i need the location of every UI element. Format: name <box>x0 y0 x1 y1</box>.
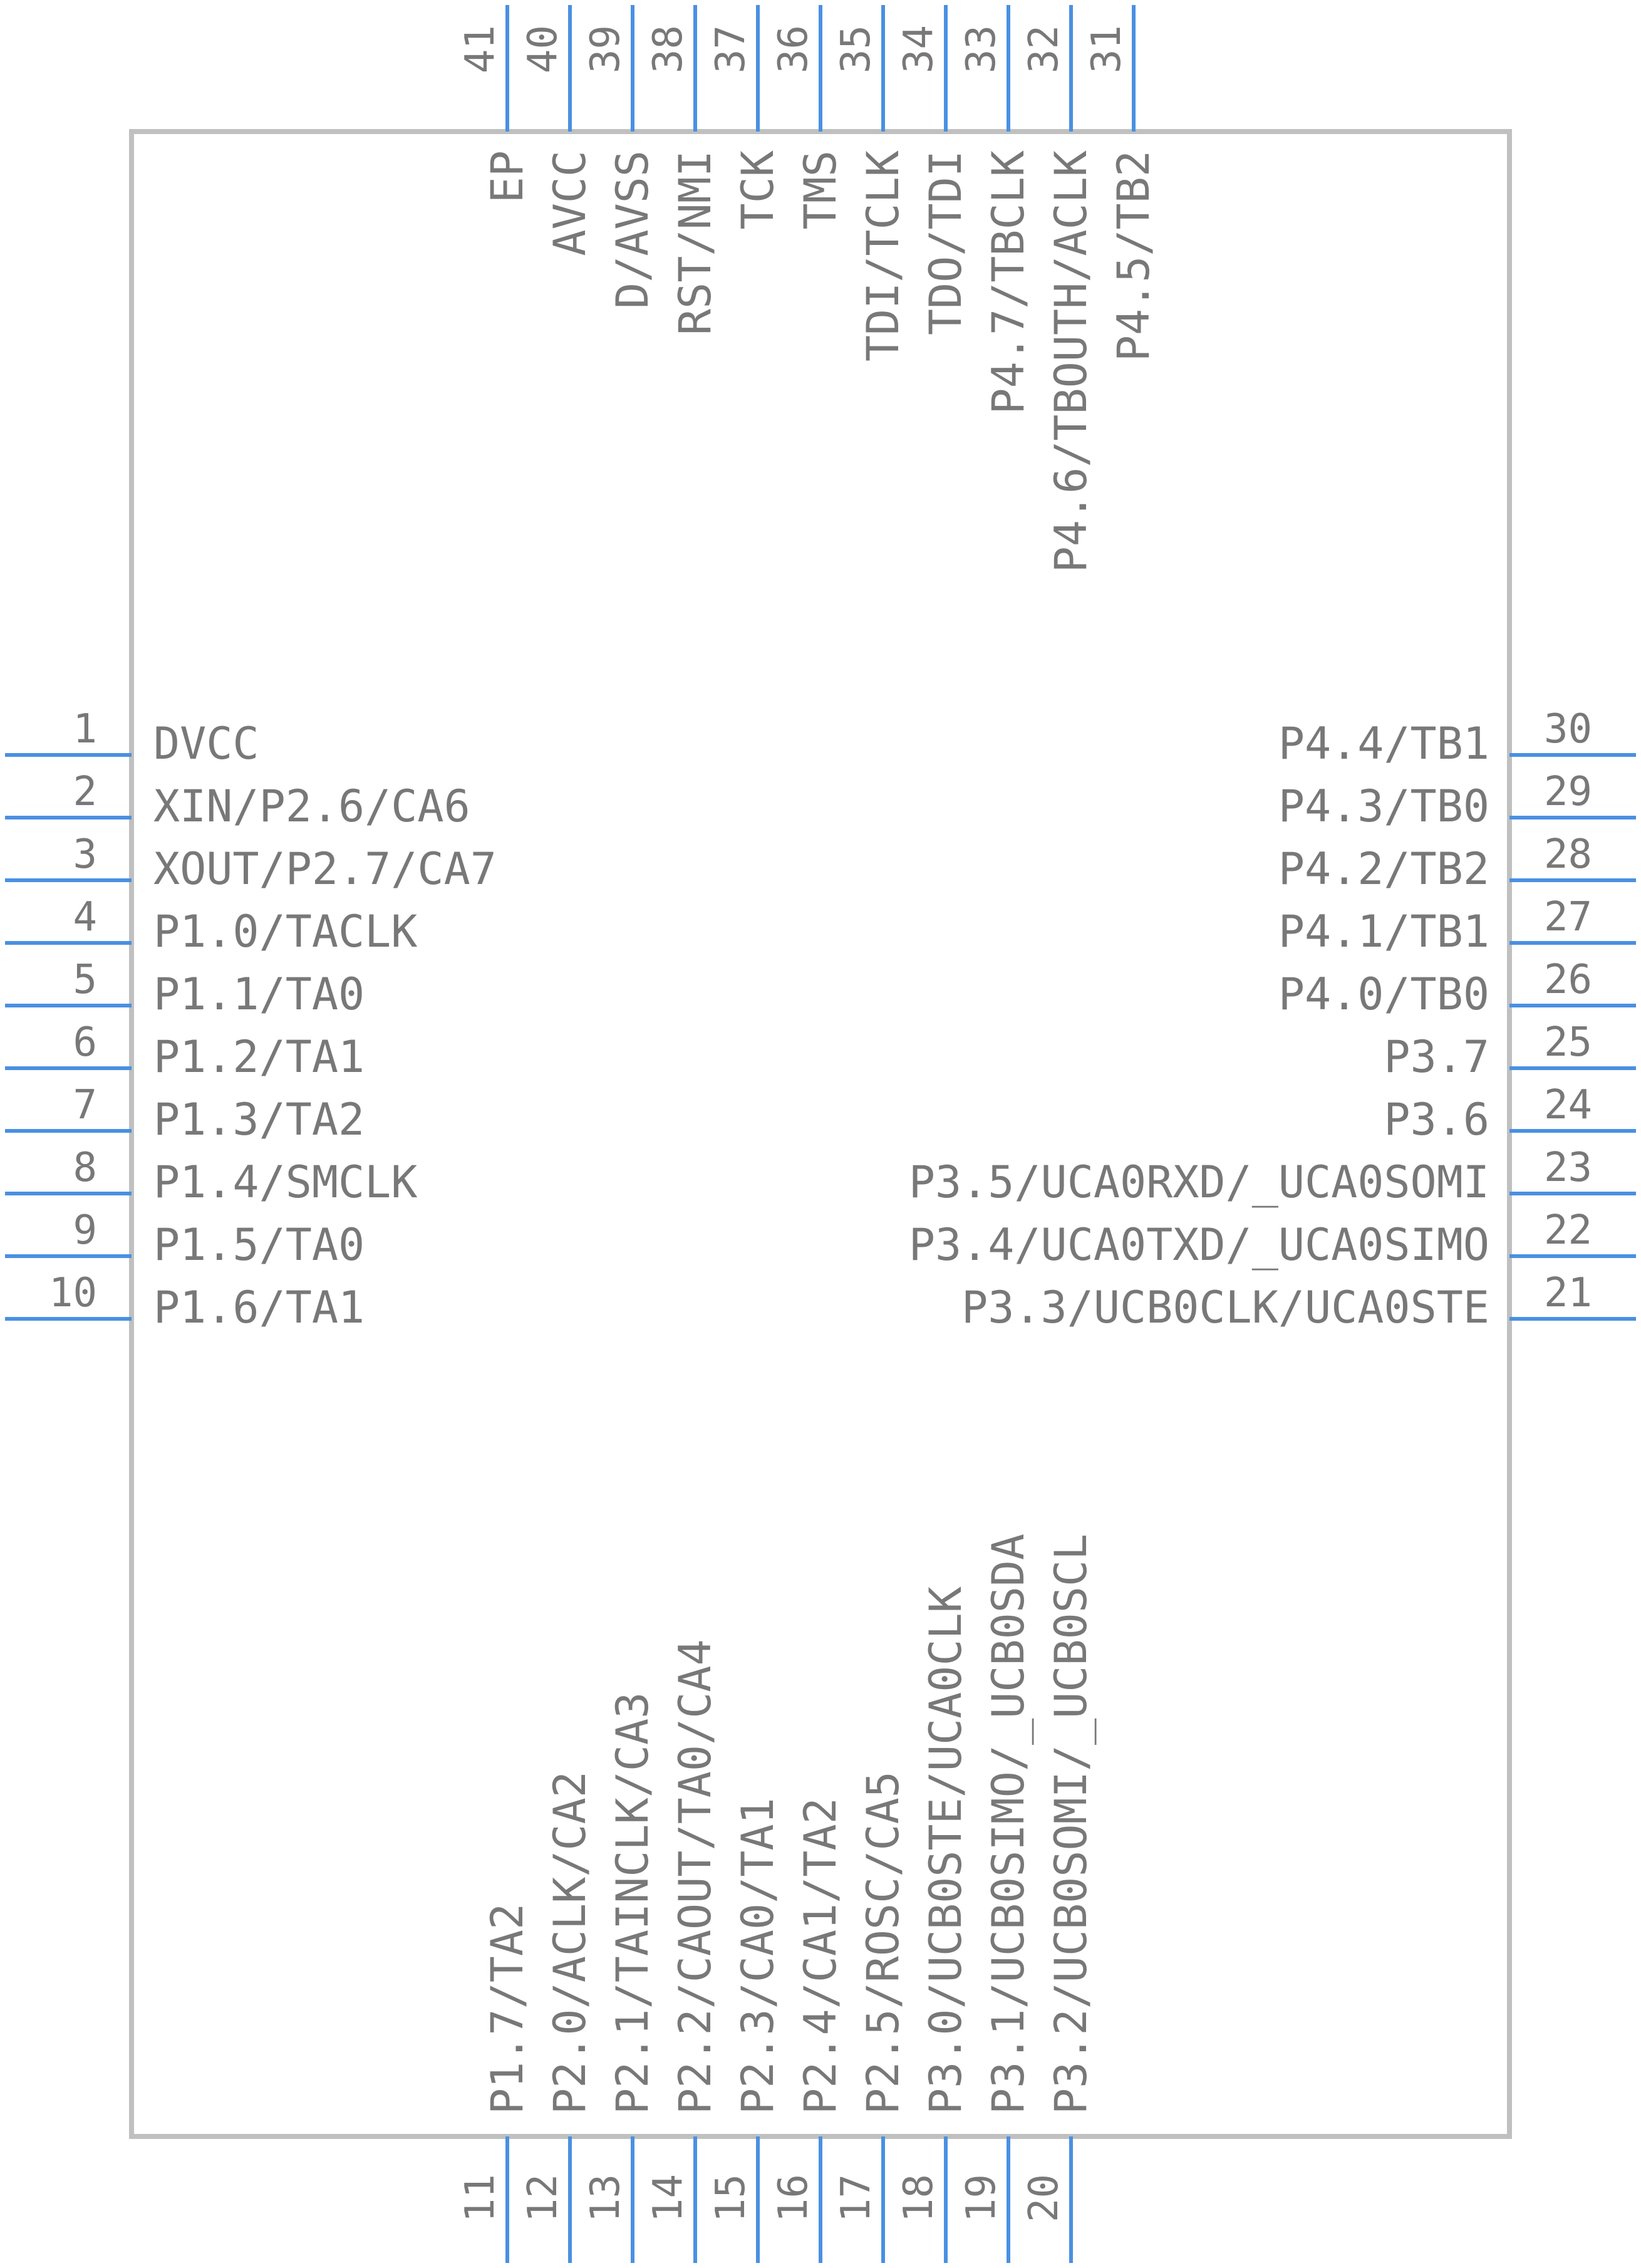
pin-number: 23 <box>1544 1145 1592 1191</box>
pin-number: 32 <box>1021 25 1067 73</box>
pin-label: P4.1/TB1 <box>1278 906 1489 957</box>
pin-label: P4.0/TB0 <box>1278 969 1489 1020</box>
pin-number: 25 <box>1544 1019 1592 1066</box>
pin-label: P2.4/CA1/TA2 <box>795 1797 846 2115</box>
pin-number: 28 <box>1544 831 1592 878</box>
pin-number: 18 <box>896 2174 942 2222</box>
pin-label: P1.6/TA1 <box>153 1282 365 1333</box>
pin-label: TDI/TCLK <box>857 150 909 362</box>
pin-label: P3.1/UCB0SIMO/_UCB0SDA <box>983 1534 1034 2115</box>
pin-number: 29 <box>1544 769 1592 815</box>
pin-number: 38 <box>645 25 691 73</box>
pin-number: 41 <box>457 25 504 73</box>
pin-number: 39 <box>582 25 629 73</box>
pin-number: 4 <box>73 894 97 940</box>
pin-number: 20 <box>1021 2174 1067 2222</box>
pin-label: XOUT/P2.7/CA7 <box>153 843 497 895</box>
pin-label: P3.0/UCB0STE/UCA0CLK <box>920 1586 971 2115</box>
pin-label: P3.4/UCA0TXD/_UCA0SIMO <box>909 1219 1489 1271</box>
pin-number: 30 <box>1544 706 1592 752</box>
pin-label: TMS <box>795 150 846 229</box>
pin-label: P2.3/CA0/TA1 <box>732 1797 784 2115</box>
pin-label: TDO/TDI <box>920 150 971 335</box>
pin-label: TCK <box>732 150 784 229</box>
pin-label: EP <box>482 150 533 203</box>
pin-label: P4.7/TBCLK <box>983 150 1034 414</box>
pin-label: P1.0/TACLK <box>153 906 417 957</box>
pin-number: 12 <box>520 2174 566 2222</box>
pin-label: P3.7 <box>1384 1031 1489 1083</box>
pin-number: 10 <box>49 1270 97 1316</box>
pin-number: 36 <box>770 25 817 73</box>
pin-label: RST/NMI <box>670 150 721 335</box>
pin-label: P2.1/TAINCLK/CA3 <box>607 1692 658 2115</box>
pin-number: 5 <box>73 957 97 1003</box>
pin-number: 17 <box>833 2174 879 2222</box>
pin-number: 22 <box>1544 1207 1592 1254</box>
pin-number: 2 <box>73 769 97 815</box>
pin-number: 13 <box>582 2174 629 2222</box>
pin-label: P3.2/UCB0SOMI/_UCB0SCL <box>1045 1534 1097 2115</box>
pin-label: D/AVSS <box>607 150 658 309</box>
pin-label: P3.5/UCA0RXD/_UCA0SOMI <box>909 1157 1489 1208</box>
pin-label: P4.2/TB2 <box>1278 843 1489 895</box>
pin-number: 3 <box>73 831 97 878</box>
pin-label: P1.5/TA0 <box>153 1219 365 1271</box>
pin-label: P3.6 <box>1384 1094 1489 1145</box>
pin-label: P1.3/TA2 <box>153 1094 365 1145</box>
pin-number: 8 <box>73 1145 97 1191</box>
pin-number: 1 <box>73 706 97 752</box>
pin-label: P1.2/TA1 <box>153 1031 365 1083</box>
pin-label: P1.4/SMCLK <box>153 1157 417 1208</box>
pin-label: P2.5/ROSC/CA5 <box>857 1771 909 2115</box>
pin-number: 33 <box>958 25 1005 73</box>
pin-number: 35 <box>833 25 879 73</box>
pin-number: 21 <box>1544 1270 1592 1316</box>
pin-number: 26 <box>1544 957 1592 1003</box>
pin-number: 19 <box>958 2174 1005 2222</box>
pin-number: 27 <box>1544 894 1592 940</box>
pin-number: 9 <box>73 1207 97 1254</box>
pin-label: P3.3/UCB0CLK/UCA0STE <box>961 1282 1489 1333</box>
pin-label: DVCC <box>153 718 259 769</box>
pin-number: 11 <box>457 2174 504 2222</box>
pin-label: AVCC <box>544 150 596 256</box>
pin-label: P2.0/ACLK/CA2 <box>544 1771 596 2115</box>
pin-label: P1.7/TA2 <box>482 1903 533 2115</box>
pin-number: 7 <box>73 1082 97 1128</box>
pin-number: 6 <box>73 1019 97 1066</box>
pin-number: 24 <box>1544 1082 1592 1128</box>
pin-number: 40 <box>520 25 566 73</box>
pin-label: P1.1/TA0 <box>153 969 365 1020</box>
pin-number: 14 <box>645 2174 691 2222</box>
pin-label: P2.2/CAOUT/TA0/CA4 <box>670 1639 721 2115</box>
pin-number: 15 <box>708 2174 754 2222</box>
pin-number: 31 <box>1084 25 1130 73</box>
pin-label: P4.6/TBOUTH/ACLK <box>1045 150 1097 573</box>
pin-label: P4.3/TB0 <box>1278 781 1489 832</box>
pin-label: XIN/P2.6/CA6 <box>153 781 470 832</box>
pin-label: P4.4/TB1 <box>1278 718 1489 769</box>
pin-number: 37 <box>708 25 754 73</box>
pin-number: 16 <box>770 2174 817 2222</box>
pin-label: P4.5/TB2 <box>1108 150 1159 362</box>
pin-group: 1 DVCC 2 XIN/P2.6/CA6 3 XOUT/P2.7/CA7 4 P1.0/TA… <box>5 5 1636 2263</box>
pin-number: 34 <box>896 25 942 73</box>
